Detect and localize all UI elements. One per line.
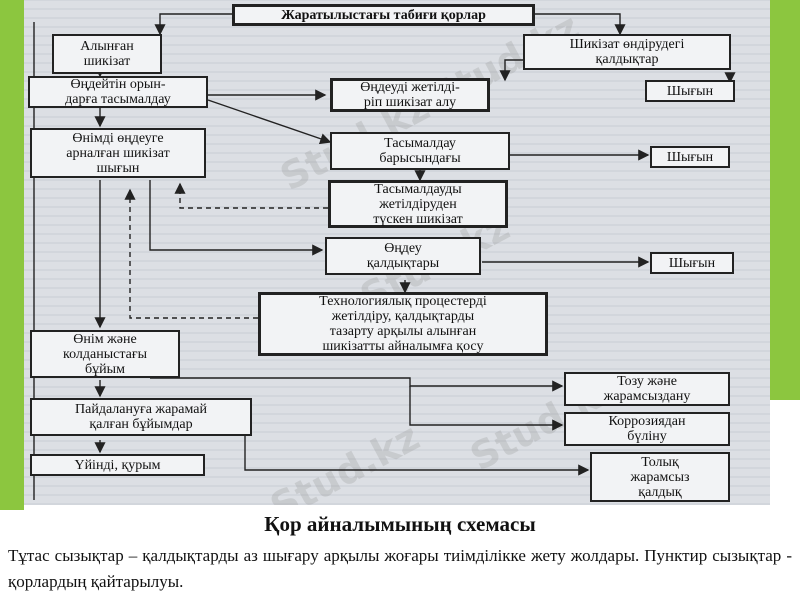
- node-products-in-use: Өнім және колданыстағы бұйым: [30, 330, 180, 378]
- node-loss-2: Шығын: [650, 146, 730, 168]
- node-loss-3: Шығын: [650, 252, 734, 274]
- diagram-caption: Қор айналымының схемасы: [264, 512, 536, 536]
- node-improved-processing: Өңдеуді жетілді- ріп шикізат алу: [330, 78, 490, 112]
- node-extracted-raw: Алынған шикізат: [52, 34, 162, 74]
- node-wear: Тозу және жарамсыздану: [564, 372, 730, 406]
- node-extraction-waste: Шикізат өндірудегі қалдықтар: [523, 34, 731, 70]
- node-natural-resources: Жаратылыстағы табиғи қорлар: [232, 4, 535, 26]
- link-line: [244, 425, 590, 476]
- link-line: [124, 188, 258, 319]
- node-processing-waste: Өңдеу қалдықтары: [325, 237, 481, 275]
- link-line: [149, 180, 324, 256]
- node-improved-transport: Тасымалдауды жетілдіруден түскен шикізат: [328, 180, 508, 228]
- link-line: [535, 13, 626, 36]
- link-line: [409, 386, 564, 431]
- link-line: [174, 182, 328, 209]
- node-technology-improvement: Технологиялық процестерді жетілдіру, қал…: [258, 292, 548, 356]
- link-line: [207, 99, 332, 145]
- legend-description: Тұтас сызықтар – қалдықтарды аз шығару а…: [8, 546, 792, 591]
- link-line: [154, 13, 232, 36]
- node-unusable-products: Пайдалануға жарамай қалған бұйымдар: [30, 398, 252, 436]
- accent-bar-left: [0, 0, 24, 510]
- node-during-transport: Тасымалдау барысындағы: [330, 132, 510, 170]
- link-line: [150, 377, 564, 392]
- accent-bar-right: [770, 0, 800, 400]
- node-transport: Өңдейтін орын- дарға тасымалдау: [28, 76, 208, 108]
- node-product-raw: Өнімді өңдеуге арналған шикізат шығын: [30, 128, 206, 178]
- node-landfill: Үйінді, қурым: [30, 454, 205, 476]
- node-loss-1: Шығын: [645, 80, 735, 102]
- node-corrosion: Коррозиядан бүліну: [564, 412, 730, 446]
- node-complete-waste: Толық жарамсыз қалдық: [590, 452, 730, 502]
